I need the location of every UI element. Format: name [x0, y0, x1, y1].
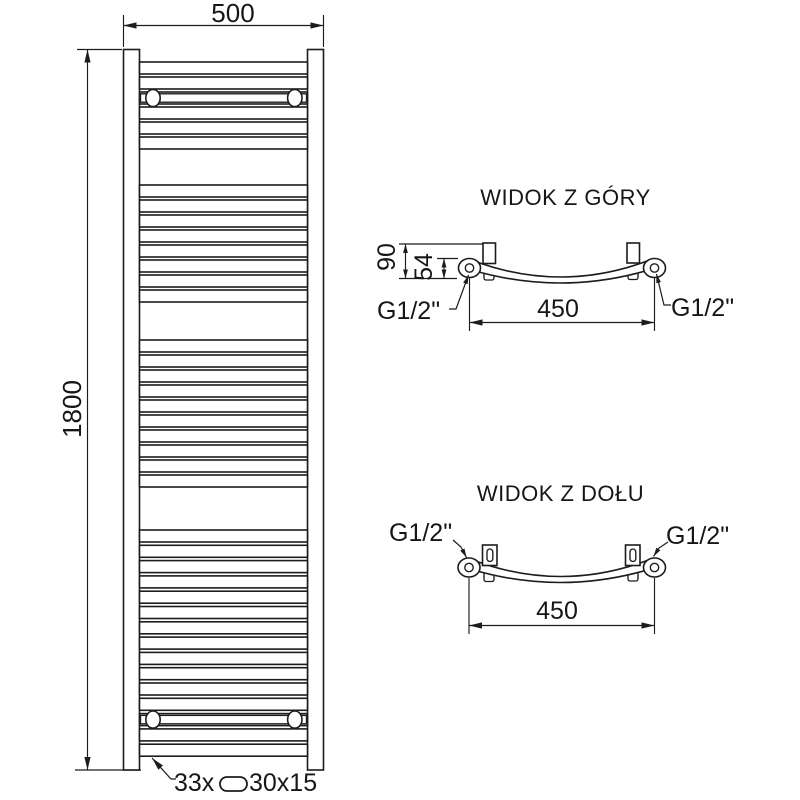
tube-profile-oval-icon: [219, 776, 248, 792]
bottom-view-title: WIDOK Z DOŁU: [476, 481, 645, 506]
rung-tube: [138, 575, 309, 589]
rung-tube: [138, 76, 309, 90]
rung-tube: [138, 229, 309, 243]
thread-port-left-bottom-view: [464, 562, 474, 573]
curved-rung-tube-bottom-view: [472, 558, 652, 584]
bracket-rail: [139, 714, 308, 725]
collector-tube-right: [306, 48, 325, 771]
thread-port-right-bottom-view: [649, 562, 660, 573]
bracket-mount-circle: [145, 88, 162, 108]
rung-tube: [138, 354, 309, 368]
thread-port-right-top-view: [649, 263, 660, 273]
rung-tube: [138, 666, 309, 681]
rung-tube: [138, 61, 309, 75]
thread-leader-left-top-view: [449, 274, 470, 310]
rung-tube: [138, 743, 309, 758]
rung-tube: [138, 682, 309, 696]
rung-tube: [138, 474, 309, 488]
dim-90-label: 90: [373, 243, 401, 271]
rung-tube: [138, 184, 309, 198]
bracket-mount-circle: [286, 710, 303, 730]
front-width-dimension-label: 500: [211, 0, 255, 28]
top-view-drawing: [399, 242, 671, 331]
collector-tube-left: [122, 48, 141, 771]
rung-tube: [138, 259, 309, 273]
rung-tube: [138, 214, 309, 228]
curved-rung-tube-top-view: [472, 259, 652, 284]
rung-tube: [138, 529, 309, 543]
rung-tube: [138, 121, 309, 135]
rung-tube: [138, 414, 309, 428]
span-450-label-top-view: 450: [537, 295, 579, 323]
rung-tube: [138, 199, 309, 213]
radiator-rungs: [138, 61, 309, 758]
rung-tube: [138, 620, 309, 635]
rung-tube: [138, 605, 309, 620]
bracket-mount-circle: [145, 710, 162, 730]
rung-tube: [138, 636, 309, 650]
rung-tube: [138, 399, 309, 413]
thread-label-left-bottom-view: G1/2": [389, 519, 453, 547]
span-450-label-bottom-view: 450: [536, 597, 578, 625]
rung-tube: [138, 106, 309, 120]
wall-bracket-left-top-view: [482, 242, 497, 265]
rung-tube: [138, 339, 309, 353]
rung-tube: [138, 274, 309, 288]
rung-tube: [138, 384, 309, 398]
bracket-slot-left-icon: [486, 548, 494, 563]
rung-tube: [138, 590, 309, 605]
rung-tube: [138, 289, 309, 303]
rung-tube: [138, 559, 309, 574]
tube-note-leader-arrow: [151, 757, 176, 780]
rung-tube: [138, 429, 309, 443]
bottom-view-drawing: [452, 539, 669, 634]
rung-tube: [138, 544, 309, 559]
thread-leader-right-bottom-view: [652, 541, 669, 557]
bracket-mount-circle: [286, 88, 303, 108]
rung-tube: [138, 369, 309, 383]
tube-count-label: 33x: [174, 769, 215, 797]
thread-leader-right-top-view: [655, 273, 671, 306]
thread-label-left-top-view: G1/2": [377, 297, 441, 325]
tube-profile-label: 30x15: [249, 769, 318, 797]
rung-tube: [138, 136, 309, 150]
wall-bracket-rows: [139, 88, 308, 730]
rung-tube: [138, 651, 309, 666]
bracket-slot-right-icon: [629, 548, 637, 563]
rung-tube: [138, 728, 309, 742]
rung-tube: [138, 444, 309, 458]
top-view-title: WIDOK Z GÓRY: [480, 185, 651, 210]
thread-label-right-top-view: G1/2": [671, 294, 735, 322]
rung-tube: [138, 697, 309, 712]
front-view-drawing: [75, 15, 325, 792]
bracket-rail: [139, 93, 308, 103]
dim-54-label: 54: [410, 253, 438, 281]
rung-tube: [138, 459, 309, 473]
wall-bracket-right-top-view: [626, 242, 641, 264]
thread-port-left-top-view: [464, 263, 475, 273]
front-height-dimension-label: 1800: [57, 380, 87, 438]
thread-label-right-bottom-view: G1/2": [666, 522, 730, 550]
thread-leader-left-bottom-view: [452, 539, 468, 558]
rung-tube: [138, 244, 309, 258]
